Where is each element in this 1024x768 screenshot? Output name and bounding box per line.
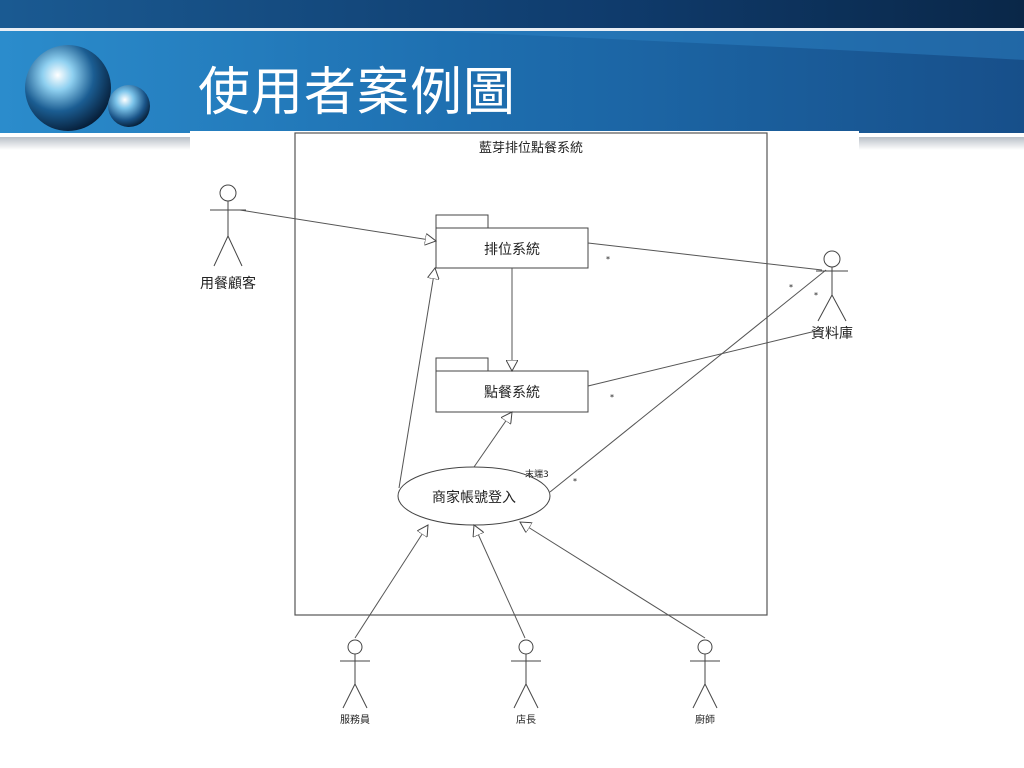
waiter-actor-icon (340, 639, 370, 709)
multiplicity-label: * (573, 477, 577, 486)
system-boundary-title: 藍芽排位點餐系統 (479, 140, 583, 156)
manager-actor-label: 店長 (516, 713, 536, 726)
waiter-actor-label: 服務員 (340, 713, 370, 726)
customer-actor-label: 用餐顧客 (200, 275, 256, 292)
multiplicity-label: * (606, 255, 610, 264)
queue-system-label: 排位系統 (484, 242, 540, 258)
merchant-login-label: 商家帳號登入 (432, 489, 516, 506)
customer-to-queue-line (239, 209, 436, 241)
header-background (0, 0, 1024, 150)
system-boundary (294, 132, 768, 616)
multiplicity-label: * (814, 291, 818, 300)
login-to-database-line (549, 269, 827, 493)
end-label: 末端3 (525, 468, 549, 480)
customer-actor-icon (210, 184, 246, 267)
login-to-queue-line (398, 268, 435, 489)
merchant-login-use-case: 商家帳號登入 末端3 (397, 466, 551, 526)
multiplicity-label: * (610, 393, 614, 402)
multiplicity-label: * (789, 283, 793, 292)
manager-to-login-line (474, 525, 526, 639)
slide-title: 使用者案例圖 (198, 63, 517, 123)
database-actor-label: 資料庫 (811, 325, 853, 342)
order-to-database-line (587, 329, 821, 387)
database-actor-icon (816, 250, 848, 322)
small-orb-icon (108, 85, 150, 127)
chef-to-login-line (520, 522, 706, 639)
waiter-to-login-line (354, 525, 428, 639)
manager-actor-icon (511, 639, 541, 709)
large-orb-icon (25, 45, 111, 131)
order-system-label: 點餐系統 (484, 385, 540, 401)
chef-actor-icon (690, 639, 720, 709)
slide-header: 使用者案例圖 (0, 0, 1024, 150)
login-to-order-line (473, 412, 512, 468)
queue-to-database-line (587, 242, 823, 271)
queue-system-package: 排位系統 (435, 214, 589, 269)
chef-actor-label: 廚師 (695, 713, 715, 726)
order-system-package: 點餐系統 (435, 357, 589, 413)
